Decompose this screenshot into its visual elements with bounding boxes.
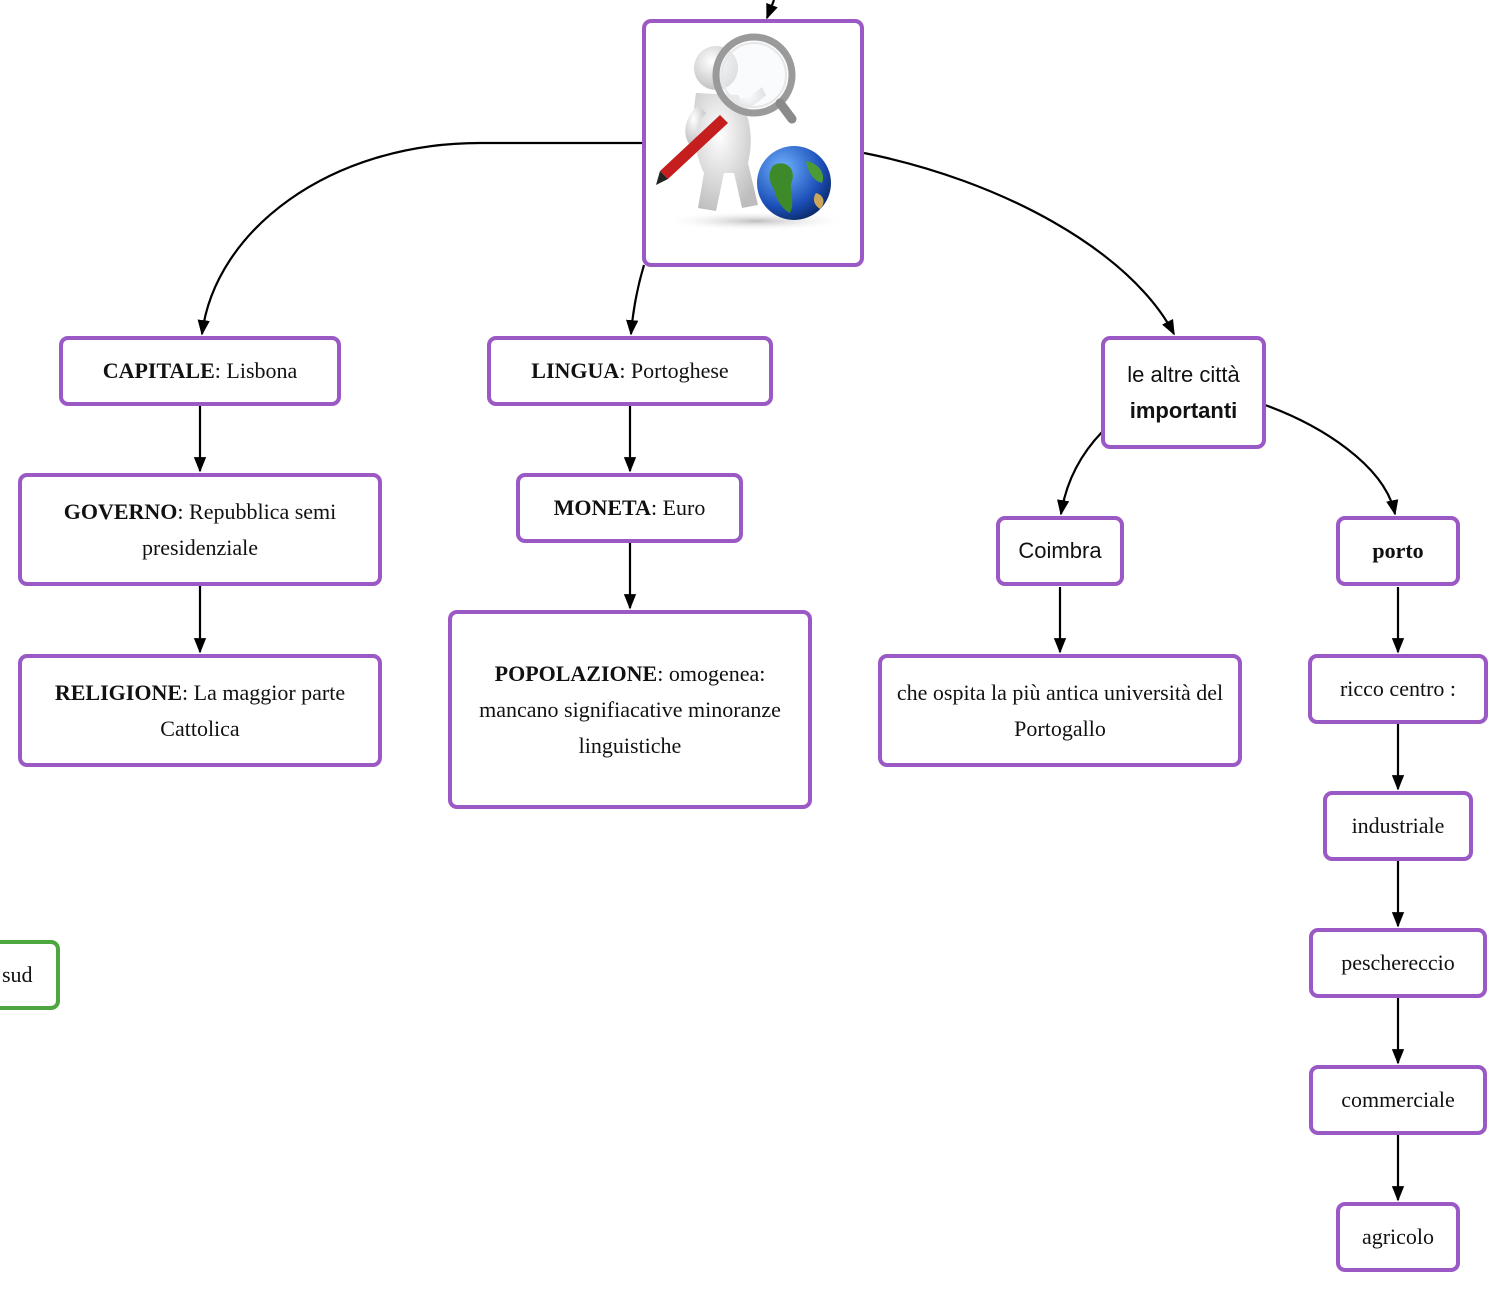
node-peschereccio[interactable]: peschereccio: [1309, 928, 1487, 998]
edge-altre-coimbra: [1057, 431, 1103, 516]
edge-image-capitale: [197, 141, 642, 336]
node-universita[interactable]: che ospita la più antica università del …: [878, 654, 1242, 767]
node-moneta[interactable]: MONETA: Euro: [516, 473, 743, 543]
governo-value: : Repubblica semi presidenziale: [141, 498, 337, 560]
commerciale-label: commerciale: [1341, 1087, 1455, 1112]
governo-label: GOVERNO: [63, 498, 178, 524]
lingua-label: LINGUA: [531, 358, 620, 383]
coimbra-label: Coimbra: [1018, 538, 1102, 563]
popolazione-label: POPOLAZIONE: [494, 661, 658, 686]
node-religione[interactable]: RELIGIONE: La maggior parte Cattolica: [18, 654, 382, 767]
edge-altre-porto: [1264, 403, 1399, 516]
node-industriale[interactable]: industriale: [1323, 791, 1473, 861]
edge-top-in: [765, 0, 778, 20]
node-sud[interactable]: sud: [0, 940, 60, 1010]
node-capitale[interactable]: CAPITALE: Lisbona: [59, 336, 341, 406]
node-lingua[interactable]: LINGUA: Portoghese: [487, 336, 773, 406]
node-ricco-centro[interactable]: ricco centro :: [1308, 654, 1488, 724]
moneta-value: : Euro: [650, 495, 706, 520]
moneta-label: MONETA: [553, 495, 651, 520]
popolazione-value: : omogenea: mancano signifiacative minor…: [479, 661, 781, 758]
node-commerciale[interactable]: commerciale: [1309, 1065, 1487, 1135]
image-node[interactable]: [642, 19, 864, 267]
universita-label: che ospita la più antica università del …: [896, 679, 1224, 741]
node-altre-citta[interactable]: le altre città importanti: [1101, 336, 1266, 449]
magnifier-person-globe-icon: [656, 33, 851, 231]
capitale-value: : Lisbona: [214, 358, 298, 383]
religione-value: : La maggior parte Cattolica: [160, 679, 346, 741]
peschereccio-label: peschereccio: [1341, 950, 1455, 975]
capitale-label: CAPITALE: [102, 358, 215, 383]
porto-label: porto: [1372, 538, 1424, 563]
industriale-label: industriale: [1351, 813, 1445, 838]
altre-citta-line1: le altre città: [1127, 361, 1240, 387]
religione-label: RELIGIONE: [54, 679, 183, 705]
node-agricolo[interactable]: agricolo: [1336, 1202, 1460, 1272]
node-coimbra[interactable]: Coimbra: [996, 516, 1124, 586]
node-governo[interactable]: GOVERNO: Repubblica semi presidenziale: [18, 473, 382, 586]
edge-image-lingua: [626, 264, 646, 336]
edge-image-altre-citta: [863, 151, 1175, 336]
node-popolazione[interactable]: POPOLAZIONE: omogenea: mancano signifiac…: [448, 610, 812, 809]
altre-citta-line2: importanti: [1129, 397, 1238, 423]
agricolo-label: agricolo: [1361, 1224, 1435, 1249]
sud-label: sud: [2, 962, 33, 987]
lingua-value: : Portoghese: [619, 358, 729, 383]
node-porto[interactable]: porto: [1336, 516, 1460, 586]
ricco-centro-label: ricco centro :: [1339, 676, 1457, 701]
